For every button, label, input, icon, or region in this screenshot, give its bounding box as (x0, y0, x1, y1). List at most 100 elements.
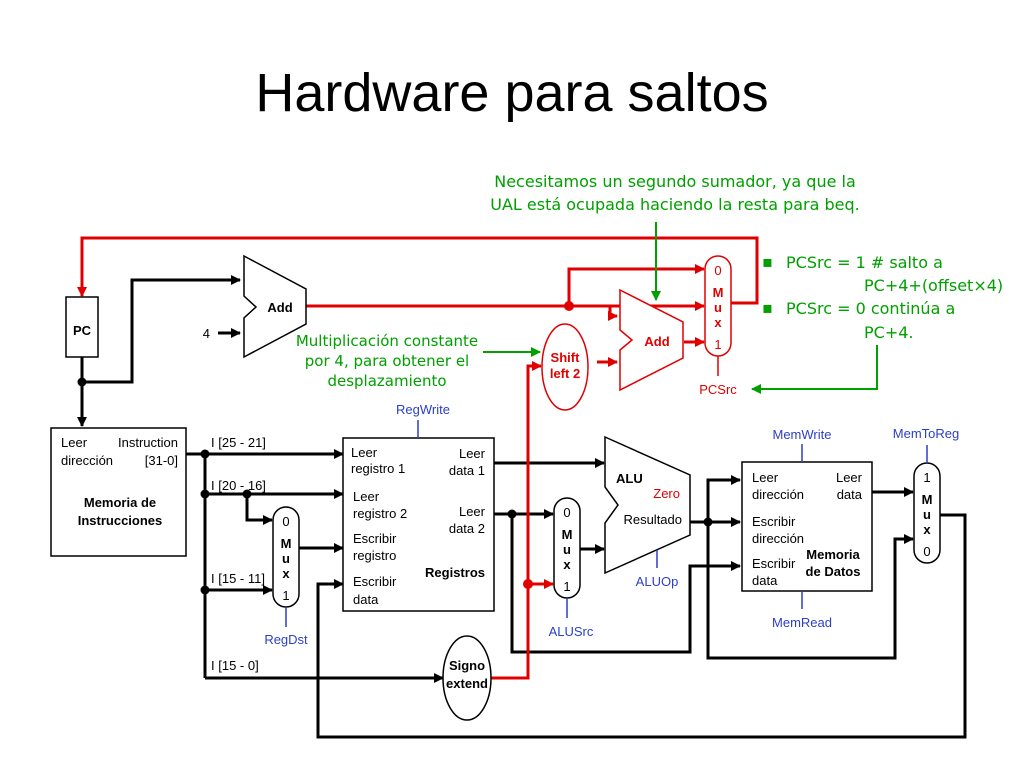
wire-alu-to-addr (706, 475, 741, 522)
svg-text:M: M (922, 492, 933, 507)
memtoreg-label: MemToReg (893, 426, 959, 441)
svg-text:Multiplicación constante: Multiplicación constante (296, 332, 478, 350)
svg-text:data 1: data 1 (449, 463, 485, 478)
svg-text:extend: extend (446, 676, 488, 691)
svg-text:data: data (752, 573, 778, 588)
svg-text:Shift: Shift (551, 350, 581, 365)
svg-text:Escribir: Escribir (752, 514, 796, 529)
datapath-wires (77, 275, 967, 739)
svg-text:Leer: Leer (836, 470, 863, 485)
svg-text:M: M (713, 285, 724, 300)
memread-label: MemRead (772, 615, 832, 630)
pcsrc-note-arrow (751, 345, 878, 394)
mux-memtoreg: 1 M u x 0 (913, 462, 941, 564)
svg-text:Resultado: Resultado (623, 512, 682, 527)
instruction-memory: Leer dirección Instruction [31-0] Memori… (50, 427, 187, 557)
svg-text:▪: ▪ (762, 252, 773, 271)
svg-text:Escribir: Escribir (752, 556, 796, 571)
regwrite-label: RegWrite (396, 402, 450, 417)
add1-label: Add (267, 300, 292, 315)
mux-alusrc: 0 M u x 1 (553, 497, 581, 599)
wire-alu-bypass (706, 522, 914, 660)
svg-text:Leer: Leer (61, 435, 88, 450)
shift-left-2: Shift left 2 (541, 323, 589, 411)
memwrite-label: MemWrite (773, 427, 832, 442)
svg-text:por 4, para obtener el: por 4, para obtener el (305, 352, 469, 370)
svg-text:ALU: ALU (616, 471, 643, 486)
svg-text:[31-0]: [31-0] (145, 453, 178, 468)
svg-text:u: u (714, 300, 722, 315)
svg-text:dirección: dirección (61, 453, 113, 468)
svg-text:Leer: Leer (351, 445, 378, 460)
register-file: Leer registro 1 Leer registro 2 Escribir… (342, 437, 495, 612)
svg-text:registro 1: registro 1 (351, 461, 405, 476)
alu: ALU Zero Resultado (604, 435, 691, 575)
field-25-21: I [25 - 21] (211, 435, 266, 450)
svg-text:Escribir: Escribir (353, 531, 397, 546)
svg-text:0: 0 (923, 544, 930, 559)
wire-writeback (316, 513, 967, 739)
alusrc-label: ALUSrc (549, 624, 594, 639)
svg-text:M: M (562, 527, 573, 542)
pcsrc-bullets: ▪ PCSrc = 1 # salto a PC+4+(offset×4) ▪ … (762, 252, 1003, 342)
adder-branch: Add (619, 288, 684, 392)
svg-text:Zero: Zero (653, 486, 680, 501)
field-15-0: I [15 - 0] (211, 658, 259, 673)
const-4: 4 (203, 326, 210, 341)
svg-text:PCSrc = 0 continúa a: PCSrc = 0 continúa a (786, 299, 955, 318)
svg-text:registro: registro (353, 548, 396, 563)
svg-text:Necesitamos un segundo sumador: Necesitamos un segundo sumador, ya que l… (494, 172, 856, 191)
svg-text:x: x (714, 315, 722, 330)
svg-text:▪: ▪ (762, 298, 773, 317)
adder-pc4: Add (243, 254, 307, 359)
wire-pcsrc-to-pc (77, 236, 759, 305)
pcsrc-label: PCSrc (699, 382, 737, 397)
svg-text:data: data (837, 487, 863, 502)
page-title: Hardware para saltos (255, 63, 769, 123)
wire-f2-to-mux (245, 494, 273, 525)
mux-regdst: 0 M u x 1 (272, 506, 300, 608)
svg-text:Signo: Signo (449, 658, 485, 673)
svg-text:UAL está ocupada haciendo la r: UAL está ocupada haciendo la resta para … (490, 195, 860, 214)
svg-text:u: u (282, 551, 290, 566)
junctions (77, 377, 713, 595)
svg-text:dirección: dirección (752, 487, 804, 502)
pc-label: PC (73, 323, 92, 338)
svg-text:1: 1 (282, 588, 289, 603)
svg-text:x: x (563, 557, 571, 572)
svg-text:Leer: Leer (752, 470, 779, 485)
svg-text:Instrucciones: Instrucciones (78, 513, 163, 528)
svg-text:Memoria de: Memoria de (84, 495, 156, 510)
add2-label: Add (644, 334, 669, 349)
adder-note: Necesitamos un segundo sumador, ya que l… (490, 172, 860, 214)
aluop-label: ALUOp (636, 574, 679, 589)
svg-text:Instruction: Instruction (118, 435, 178, 450)
data-memory: Leer dirección Leer data Escribir direcc… (741, 461, 873, 592)
wire-pc-to-add (82, 275, 241, 384)
svg-text:PC+4+(offset×4): PC+4+(offset×4) (864, 276, 1003, 295)
svg-text:x: x (282, 566, 290, 581)
pc-register: PC (65, 296, 99, 358)
svg-text:PCSrc = 1 # salto a: PCSrc = 1 # salto a (786, 253, 943, 272)
wire-pc4-to-add2 (567, 264, 705, 306)
svg-text:M: M (281, 536, 292, 551)
regdst-label: RegDst (264, 632, 308, 647)
svg-text:de Datos: de Datos (806, 564, 861, 579)
svg-text:Memoria: Memoria (806, 547, 860, 562)
branch-junctions (523, 301, 574, 589)
svg-text:1: 1 (563, 579, 570, 594)
svg-text:data 2: data 2 (449, 521, 485, 536)
svg-text:Escribir: Escribir (353, 574, 397, 589)
svg-text:data: data (353, 592, 379, 607)
svg-text:Leer: Leer (459, 446, 486, 461)
wire-sext-to-shift (490, 361, 542, 680)
wire-pc4-to-add2b (569, 304, 618, 321)
field-20-16: I [20 - 16] (211, 478, 266, 493)
svg-text:1: 1 (923, 470, 930, 485)
svg-text:u: u (563, 542, 571, 557)
svg-text:Registros: Registros (425, 565, 485, 580)
svg-text:0: 0 (563, 505, 570, 520)
svg-text:0: 0 (714, 263, 721, 278)
sign-extend: Signo extend (442, 635, 492, 721)
svg-text:left 2: left 2 (550, 366, 580, 381)
